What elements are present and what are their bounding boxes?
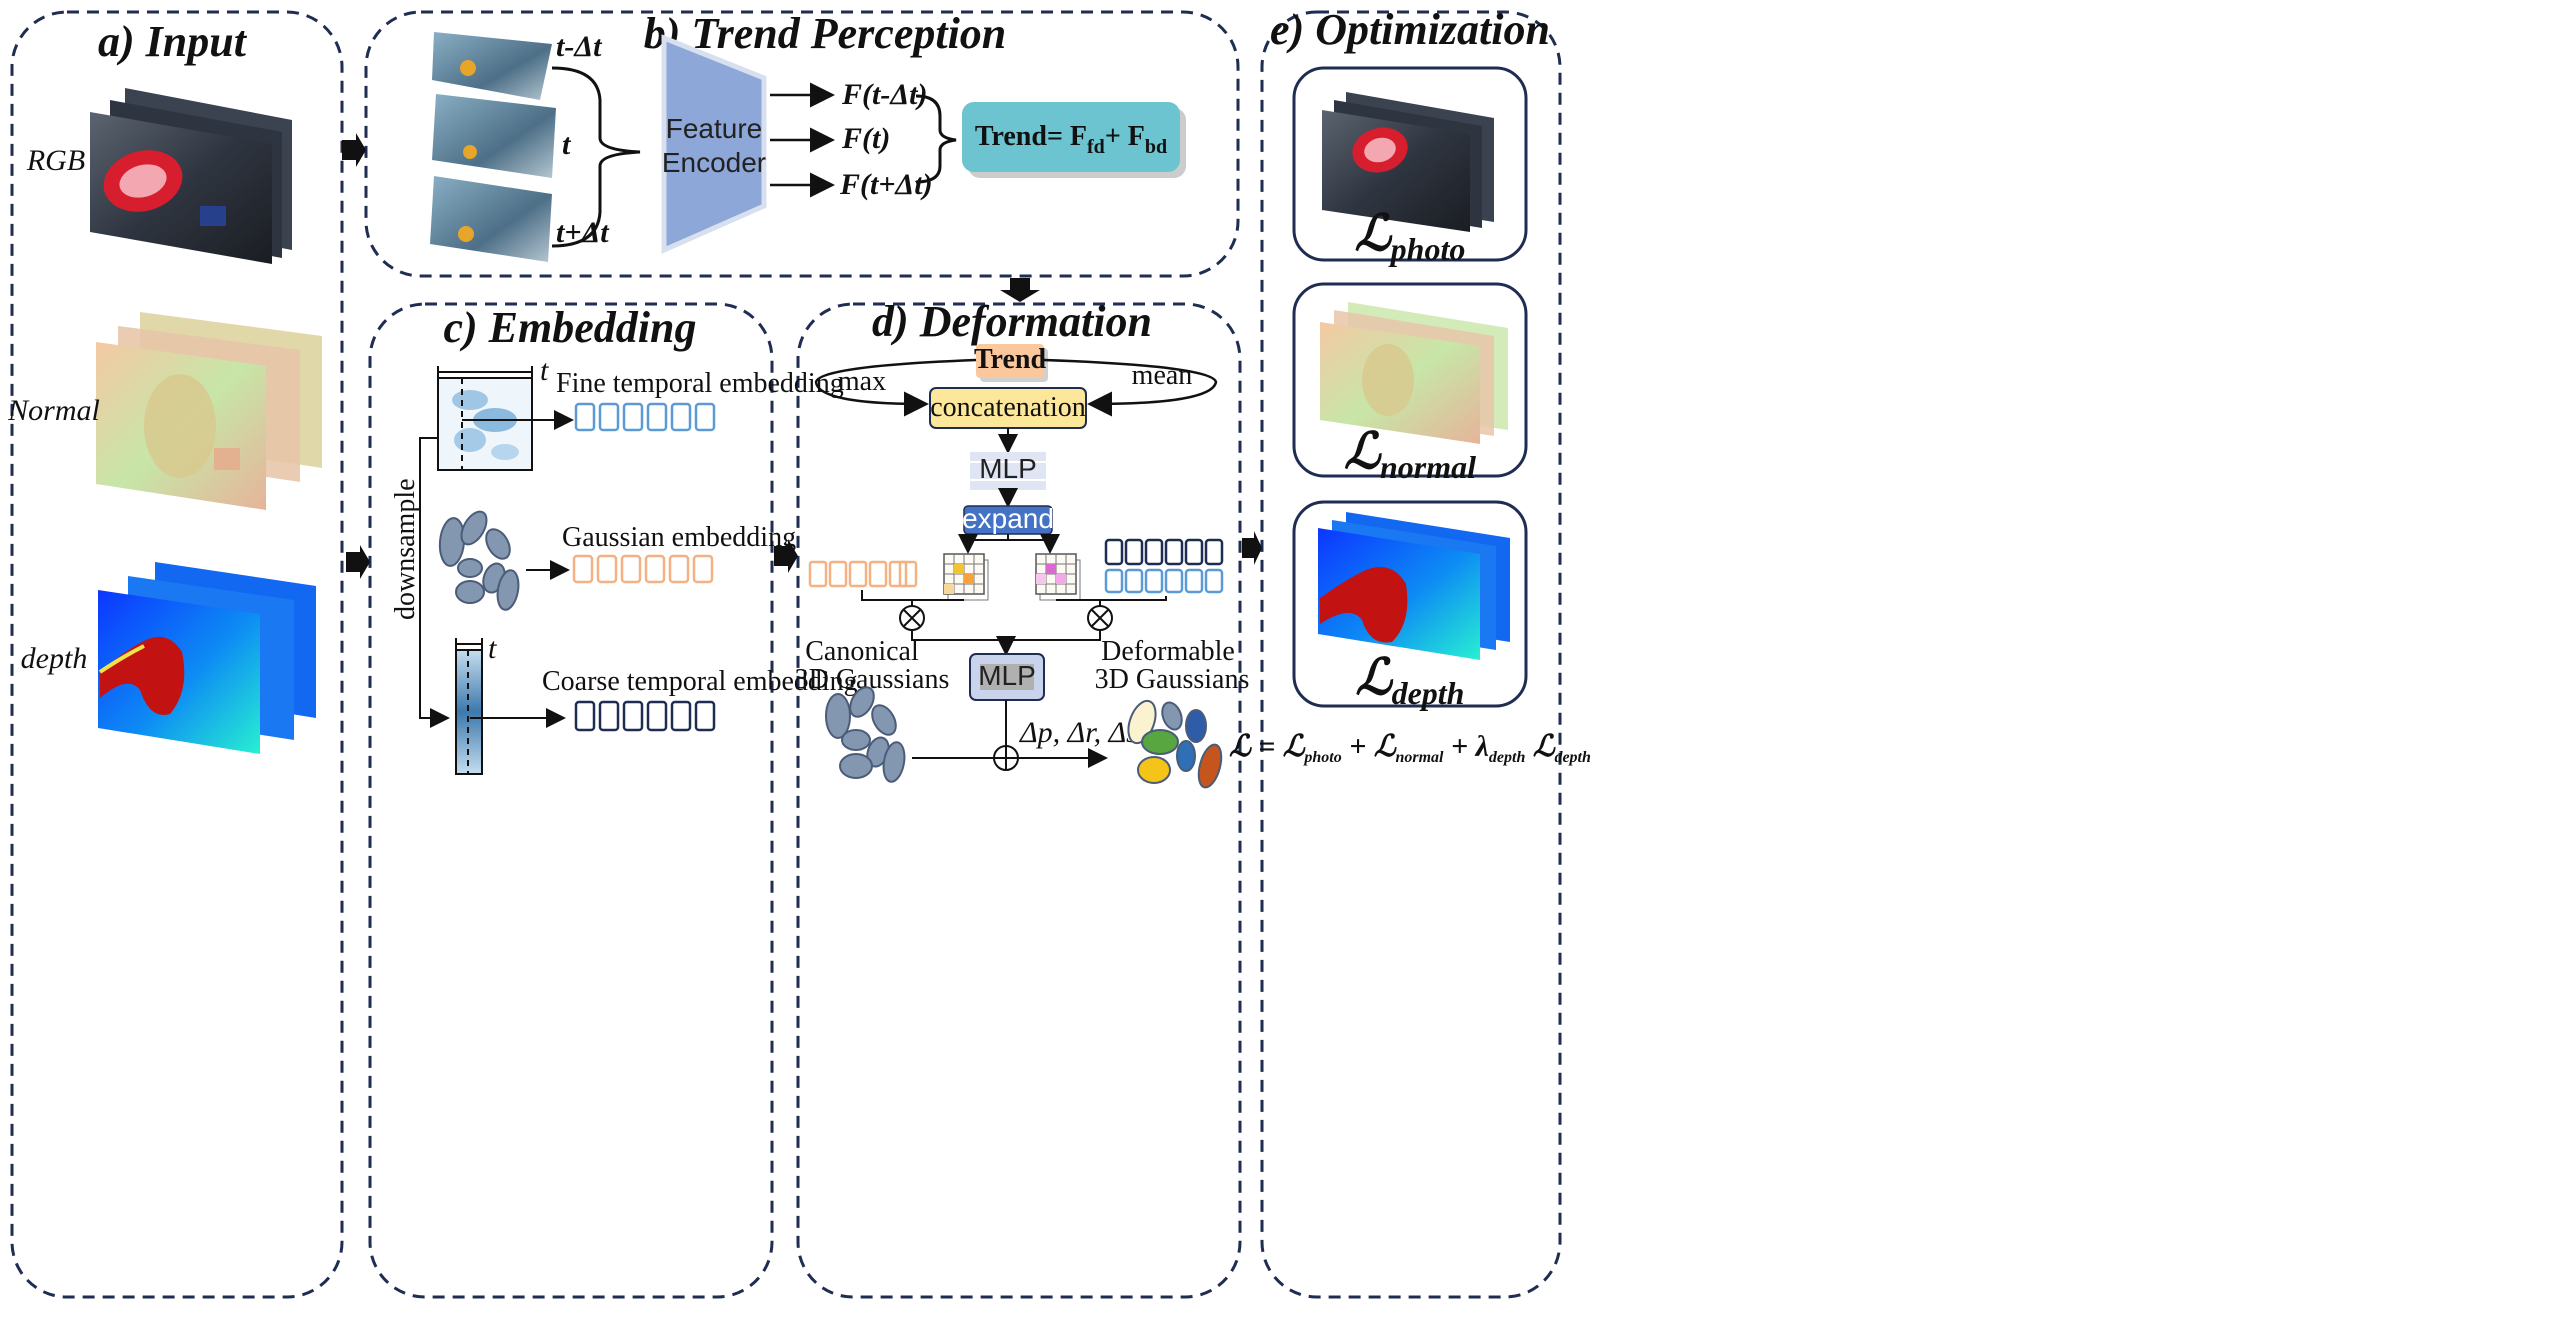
label-rgb: RGB: [26, 144, 85, 177]
deformable-gaussians: [1127, 699, 1223, 789]
feat-prev: F(t-Δt): [841, 78, 927, 111]
loss-photo-image: [1322, 92, 1494, 232]
label-depth: depth: [21, 642, 88, 675]
frame-label-next: t+Δt: [556, 216, 610, 249]
coarse-temporal-plane: [455, 649, 483, 775]
fine-embedding-cells: [574, 402, 716, 432]
panel-input: [10, 10, 344, 1299]
rgb-stack: [90, 88, 292, 264]
arrow-trend-to-deformation: [1000, 278, 1040, 302]
arrow-input-to-embedding: [346, 545, 370, 579]
deltas-label: Δp, Δr, Δs: [1019, 716, 1138, 749]
encoder-label-2: Encoder: [662, 147, 766, 178]
encoder-label-1: Feature: [666, 113, 763, 144]
title-optimization: e) Optimization: [1270, 5, 1550, 54]
depth-stack: [98, 562, 316, 754]
arrow-embedding-to-deformation: [774, 539, 798, 573]
features-brace: [915, 94, 957, 184]
coarse-embedding-cells: [574, 700, 716, 732]
trend-box-label: Trend: [974, 344, 1047, 375]
fine-label: Fine temporal embedding: [556, 368, 844, 399]
panel-embedding: [368, 302, 774, 1299]
coarse-label: Coarse temporal embedding: [542, 666, 858, 697]
mlp-box: [970, 452, 1046, 490]
trend-box: [976, 344, 1044, 378]
trend-frames: [430, 32, 556, 262]
multiply-right: [1087, 605, 1113, 631]
panel-trend-perception: [364, 10, 1240, 278]
trend-formula-box: [962, 102, 1180, 172]
mlp2-label: MLP: [978, 660, 1036, 691]
arrow-input-to-trend: [342, 133, 366, 167]
multiply-left: [899, 605, 925, 631]
concat-label: concatenation: [930, 392, 1085, 423]
add-node: [993, 745, 1019, 771]
max-arrow: [814, 358, 977, 417]
deformable-label-2: 3D Gaussians: [1095, 664, 1250, 695]
loss-normal-label: ℒnormal: [1344, 423, 1476, 485]
loss-depth-label: ℒdepth: [1356, 649, 1465, 711]
feat-cur: F(t): [841, 122, 890, 155]
mlp2-inner: [980, 664, 1034, 690]
feature-grid-right: [1035, 553, 1081, 601]
frame-label-cur: t: [562, 128, 572, 161]
canonical-gaussians: [825, 686, 906, 783]
loss-normal-image: [1320, 302, 1508, 444]
arrow-deformation-to-optimization: [1242, 531, 1262, 565]
mean-arrow: [1043, 358, 1218, 417]
deformable-label-1: Deformable: [1101, 636, 1235, 667]
loss-photo-label: ℒphoto: [1355, 205, 1466, 267]
title-trend: b) Trend Perception: [644, 9, 1007, 58]
total-loss-equation: ℒ = ℒphoto + ℒnormal + λdepth ℒdepth: [1229, 730, 1591, 766]
fine-t-label: t: [540, 354, 549, 387]
gaussian-cluster-embedding: [438, 510, 520, 611]
canonical-label-1: Canonical: [805, 636, 919, 667]
max-label: max: [838, 366, 886, 397]
downsample-arrow: [419, 437, 450, 728]
gaussian-label: Gaussian embedding: [562, 522, 796, 553]
title-embedding: c) Embedding: [444, 303, 697, 352]
fine-embedding-row: [1104, 568, 1224, 594]
downsample-label: downsample: [390, 478, 421, 620]
feat-next: F(t+Δt): [839, 168, 933, 201]
frames-brace: [551, 66, 641, 248]
title-deformation: d) Deformation: [872, 297, 1152, 346]
mean-label: mean: [1132, 360, 1193, 391]
gaussian-embedding-cells: [572, 554, 714, 584]
feature-encoder-shape: [661, 34, 767, 254]
frame-label-prev: t-Δt: [556, 30, 603, 63]
panel-deformation: [796, 302, 1242, 1299]
coarse-embedding-row: [1104, 538, 1224, 566]
loss-depth-image: [1318, 512, 1510, 660]
trend-formula: Trend= Ffd+ Fbd: [975, 121, 1167, 158]
feature-grid-left: [943, 553, 989, 601]
label-normal: Normal: [7, 394, 100, 427]
coarse-t-label: t: [488, 632, 497, 665]
title-input: a) Input: [98, 17, 248, 66]
mlp-label: MLP: [979, 453, 1037, 484]
gaussian-embedding-row: [808, 560, 918, 588]
normal-stack: [96, 312, 322, 510]
expand-label: expand: [962, 503, 1054, 534]
panel-optimization: [1260, 10, 1562, 1299]
